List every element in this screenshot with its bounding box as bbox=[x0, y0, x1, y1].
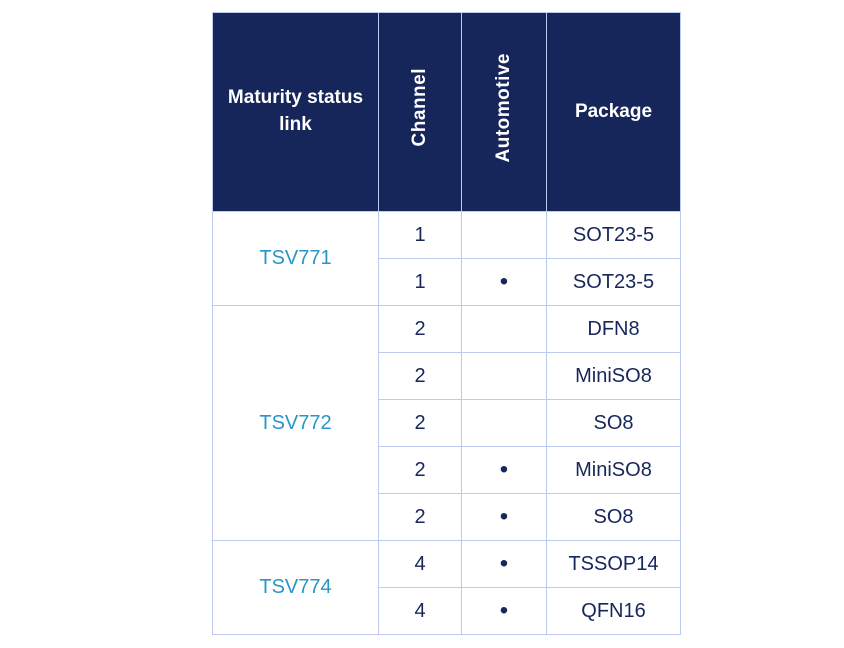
header-channel: Channel bbox=[378, 12, 462, 212]
part-cell-tsv774: TSV774 bbox=[212, 540, 379, 635]
channel-cell: 1 bbox=[378, 211, 462, 259]
automotive-cell bbox=[461, 399, 547, 447]
automotive-cell bbox=[461, 352, 547, 400]
table-row: 2 • MiniSO8 bbox=[213, 446, 681, 494]
package-cell: QFN16 bbox=[546, 587, 681, 635]
part-cell-tsv771: TSV771 bbox=[212, 211, 379, 306]
package-cell: SO8 bbox=[546, 399, 681, 447]
channel-cell: 2 bbox=[378, 305, 462, 353]
table-row: TSV774 4 • TSSOP14 bbox=[212, 540, 681, 635]
header-maturity-label: Maturity status link bbox=[227, 87, 364, 135]
header-package: Package bbox=[546, 12, 681, 212]
part-link-tsv772[interactable]: TSV772 bbox=[259, 411, 332, 434]
product-selection-table: Maturity status link Channel Automotive … bbox=[212, 12, 681, 635]
header-automotive: Automotive bbox=[461, 12, 547, 212]
channel-cell: 4 bbox=[378, 540, 462, 588]
package-cell: SOT23-5 bbox=[546, 258, 681, 306]
automotive-bullet: • bbox=[461, 493, 547, 541]
table-row: TSV771 1 SOT23-5 bbox=[212, 211, 681, 306]
automotive-cell bbox=[461, 211, 547, 259]
table-header-row: Maturity status link Channel Automotive … bbox=[212, 12, 681, 212]
automotive-bullet: • bbox=[461, 540, 547, 588]
automotive-bullet: • bbox=[461, 587, 547, 635]
part-cell-tsv772: TSV772 bbox=[212, 305, 379, 541]
table-row: 2 MiniSO8 bbox=[213, 352, 681, 400]
header-maturity-status-link: Maturity status link bbox=[212, 12, 379, 212]
automotive-bullet: • bbox=[461, 258, 547, 306]
package-cell: SO8 bbox=[546, 493, 681, 541]
header-automotive-label: Automotive bbox=[492, 52, 514, 163]
package-cell: MiniSO8 bbox=[546, 446, 681, 494]
automotive-bullet: • bbox=[461, 446, 547, 494]
channel-cell: 2 bbox=[378, 352, 462, 400]
package-cell: SOT23-5 bbox=[546, 211, 681, 259]
part-link-tsv774[interactable]: TSV774 bbox=[259, 576, 332, 598]
table-row: 2 • SO8 bbox=[213, 493, 681, 541]
table-row: 4 • QFN16 bbox=[213, 587, 681, 635]
header-package-label: Package bbox=[574, 100, 653, 122]
channel-cell: 1 bbox=[378, 258, 462, 306]
channel-cell: 2 bbox=[378, 446, 462, 494]
table-row: TSV772 2 DFN8 bbox=[212, 305, 681, 541]
channel-cell: 2 bbox=[378, 493, 462, 541]
automotive-cell bbox=[461, 305, 547, 353]
package-cell: DFN8 bbox=[546, 305, 681, 353]
package-cell: MiniSO8 bbox=[546, 352, 681, 400]
table-row: 2 SO8 bbox=[213, 399, 681, 447]
channel-cell: 4 bbox=[378, 587, 462, 635]
package-cell: TSSOP14 bbox=[546, 540, 681, 588]
part-link-tsv771[interactable]: TSV771 bbox=[259, 247, 332, 269]
header-channel-label: Channel bbox=[408, 68, 430, 147]
table-row: 1 • SOT23-5 bbox=[213, 258, 681, 306]
channel-cell: 2 bbox=[378, 399, 462, 447]
